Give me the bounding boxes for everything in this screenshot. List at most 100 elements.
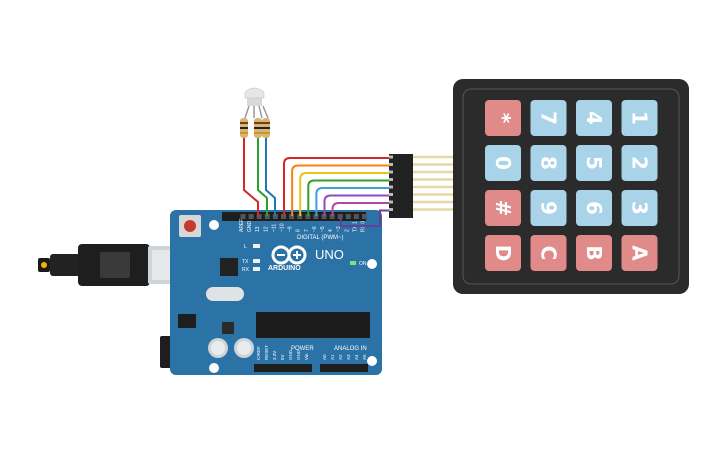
led-label-l: L	[244, 244, 247, 250]
key-hash[interactable]: #	[485, 190, 521, 226]
digital-pin-socket[interactable]	[329, 214, 335, 219]
led-label-rx: RX	[242, 267, 250, 273]
digital-pin-socket[interactable]	[256, 214, 262, 219]
key-5[interactable]: 5	[576, 145, 612, 181]
digital-pin-label: 8	[296, 229, 302, 232]
key-label: 2	[628, 156, 652, 170]
rgb-led[interactable]	[244, 87, 269, 119]
wire[interactable]	[291, 164, 390, 217]
on-label: ON	[359, 261, 367, 267]
digital-pin-label: ~10	[280, 223, 286, 232]
keypad[interactable]: * 7 4 1 0 8 5 2 #9 6 3D C B A	[453, 79, 689, 294]
digital-pin-socket[interactable]	[305, 214, 311, 219]
key-7[interactable]: 7	[530, 100, 567, 136]
wire[interactable]	[265, 138, 276, 216]
key-3[interactable]: 3	[621, 190, 658, 226]
key-label: 0	[491, 156, 515, 170]
digital-pin-label: 12	[263, 226, 269, 232]
power-pin-label: IOREF	[256, 346, 261, 360]
wire[interactable]	[257, 138, 268, 216]
key-9[interactable]: 9	[530, 190, 567, 226]
digital-pin-socket[interactable]	[264, 214, 270, 219]
key-star[interactable]: *	[485, 100, 521, 136]
key-0[interactable]: 0	[485, 145, 521, 181]
key-c[interactable]: C	[530, 235, 567, 271]
digital-pin-label: 4	[328, 229, 334, 232]
usb-cable[interactable]	[38, 244, 180, 286]
power-pin-label: GND	[288, 349, 293, 360]
power-pin-label: 5V	[280, 354, 285, 360]
wire[interactable]	[283, 157, 390, 216]
digital-pin-label: 2	[344, 229, 350, 232]
arduino-board[interactable]: ARDUINO UNO DIGITAL (PWM~) POWER ANALOG …	[170, 210, 382, 375]
wires	[243, 138, 391, 227]
wire[interactable]	[339, 209, 390, 227]
digital-pin-socket[interactable]	[313, 214, 319, 219]
power-header-label: POWER	[291, 346, 314, 352]
key-d[interactable]: D	[485, 235, 521, 271]
status-leds: L TX RX	[242, 244, 260, 273]
key-4[interactable]: 4	[576, 100, 612, 136]
digital-pin-label: ~6	[312, 226, 318, 232]
digital-pin-label: ~3	[336, 226, 342, 232]
key-a[interactable]: A	[621, 235, 658, 271]
key-label: 5	[582, 156, 606, 170]
wire[interactable]	[307, 179, 390, 217]
wire[interactable]	[331, 202, 390, 216]
wire[interactable]	[315, 187, 390, 216]
analog-pin-label: A2	[338, 354, 343, 360]
analog-header-label: ANALOG IN	[334, 346, 367, 352]
digital-pin-socket[interactable]	[362, 214, 367, 219]
power-pin-label: 3.3V	[272, 351, 277, 360]
digital-pin-socket[interactable]	[272, 214, 278, 219]
key-label: #	[491, 200, 515, 217]
power-pin-label: Vin	[304, 353, 309, 360]
analog-pin-label: A5	[362, 354, 367, 360]
wire[interactable]	[243, 138, 259, 216]
digital-pin-label: 13	[255, 226, 261, 232]
key-label: 6	[582, 201, 606, 215]
digital-header-label: DIGITAL (PWM~)	[297, 235, 344, 241]
wire[interactable]	[299, 172, 390, 216]
digital-pin-label: ~9	[288, 226, 294, 232]
key-label: 9	[537, 201, 561, 215]
analog-pin-label: A1	[330, 354, 335, 360]
key-label: B	[582, 245, 606, 260]
digital-pin-socket[interactable]	[281, 214, 286, 219]
digital-pin-socket[interactable]	[321, 214, 327, 219]
power-pin-label: RESET	[264, 345, 269, 360]
digital-pin-socket[interactable]	[345, 214, 351, 219]
arduino-logo	[271, 245, 307, 265]
key-b[interactable]: B	[576, 235, 612, 271]
key-label: 4	[582, 111, 606, 125]
digital-pin-socket[interactable]	[289, 214, 295, 219]
key-1[interactable]: 1	[621, 100, 658, 136]
digital-pin-label: 7	[304, 229, 310, 232]
key-label: 1	[628, 111, 652, 125]
key-label: C	[537, 246, 561, 261]
digital-pin-socket[interactable]	[297, 214, 303, 219]
digital-pin-label: ~5	[320, 226, 326, 232]
digital-pin-label: GND	[247, 221, 253, 233]
digital-pin-socket[interactable]	[240, 214, 246, 219]
model-label: UNO	[315, 247, 344, 262]
key-6[interactable]: 6	[576, 190, 612, 226]
key-2[interactable]: 2	[621, 145, 658, 181]
digital-pin-label: ~11	[271, 224, 277, 232]
digital-pin-socket[interactable]	[353, 214, 359, 219]
resistors[interactable]	[240, 118, 270, 138]
wire[interactable]	[323, 194, 391, 217]
analog-pin-label: A3	[346, 354, 351, 360]
key-label: 7	[537, 111, 561, 125]
power-pin-label: GND	[296, 349, 301, 360]
digital-pin-label: AREF	[239, 219, 245, 232]
key-label: A	[628, 245, 652, 261]
digital-pin-socket[interactable]	[248, 214, 254, 219]
key-8[interactable]: 8	[530, 145, 567, 181]
analog-pin-label: A4	[354, 354, 359, 360]
keypad-connector	[389, 154, 453, 218]
key-label: D	[491, 245, 515, 262]
